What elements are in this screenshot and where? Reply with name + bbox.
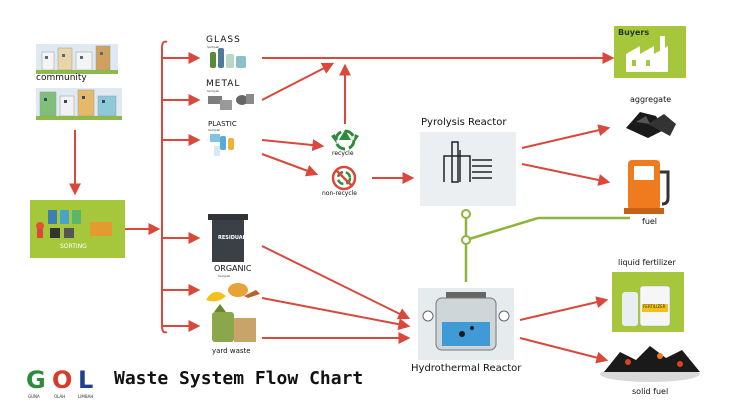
arrow-plastic-nonrecycle [261,153,319,177]
organic-label: ORGANIC [214,264,252,273]
logo-o: O [52,366,73,394]
metal-sub: Sampah [207,89,220,93]
arrow-organic-hydro [261,297,411,331]
plastic-bottles-icon [210,134,234,156]
recycle-label: recycle [332,150,354,157]
community-buildings-icon [36,44,122,120]
solid-fuel-label: solid fuel [632,387,669,396]
branch-arrows [162,52,201,332]
yard-waste-label: yard waste [212,347,251,355]
community-label: community [36,73,87,83]
link-node-mid [461,235,471,245]
link-node-top [461,209,471,219]
reactor-link [464,214,630,282]
non-recycle-label: non-recycle [322,190,357,197]
solid-fuel-icon [600,346,700,382]
buyers-label: Buyers [618,28,650,37]
logo-sub-guna: GUNA [28,394,40,399]
organic-waste-icon [206,283,260,302]
arrow-metal-recycle [261,62,335,101]
aggregate-coal-icon [626,112,676,138]
fuel-pump-icon [624,160,670,214]
aggregate-label: aggregate [630,95,672,104]
buyers-factory-icon [614,26,686,78]
metal-cans-icon [208,94,254,110]
pyrolysis-label: Pyrolysis Reactor [421,117,507,128]
hydrothermal-label: Hydrothermal Reactor [411,363,522,374]
plastic-sub: Sampah [208,128,221,132]
arrow-hydro-solidfuel [519,337,609,364]
spine-bottom-hook [161,325,168,334]
glass-label: GLASS [206,35,241,45]
arrow-pyrolysis-fuel [521,163,611,186]
page-title: Waste System Flow Chart [114,368,364,389]
logo-g: G [26,366,46,394]
logo-sub-limbah: LIMBAH [78,394,94,399]
glass-bottles-icon [210,48,246,68]
organic-sub: Sampah [218,274,231,278]
residual-label: RESIDUAL [218,235,246,241]
sorting-label: SORTING [60,243,87,250]
plastic-label: PLASTIC [208,120,237,128]
hydrothermal-reactor-box [418,288,514,360]
non-recycle-icon [331,165,357,191]
logo-sub-olah: OLAH [54,394,66,399]
recycle-icon [331,129,359,151]
yard-waste-icon [212,304,256,342]
arrow-residual-hydro [261,245,411,320]
fertilizer-badge: FERTILIZER [643,304,666,309]
arrow-plastic-recycle [261,139,325,152]
pyrolysis-reactor-box [420,132,516,206]
spine-top-hook [161,40,168,49]
liquid-fertilizer-label: liquid fertilizer [618,258,676,267]
metal-label: METAL [206,79,241,89]
sorting-box [30,200,125,258]
arrow-hydro-fertilizer [519,296,609,321]
fuel-label: fuel [642,217,658,226]
residual-bin-icon [208,214,248,262]
glass-sub: Sampah [207,45,220,49]
arrow-pyrolysis-aggregate [521,124,611,149]
liquid-fertilizer-icon [612,272,684,332]
logo-l: L [78,366,94,394]
